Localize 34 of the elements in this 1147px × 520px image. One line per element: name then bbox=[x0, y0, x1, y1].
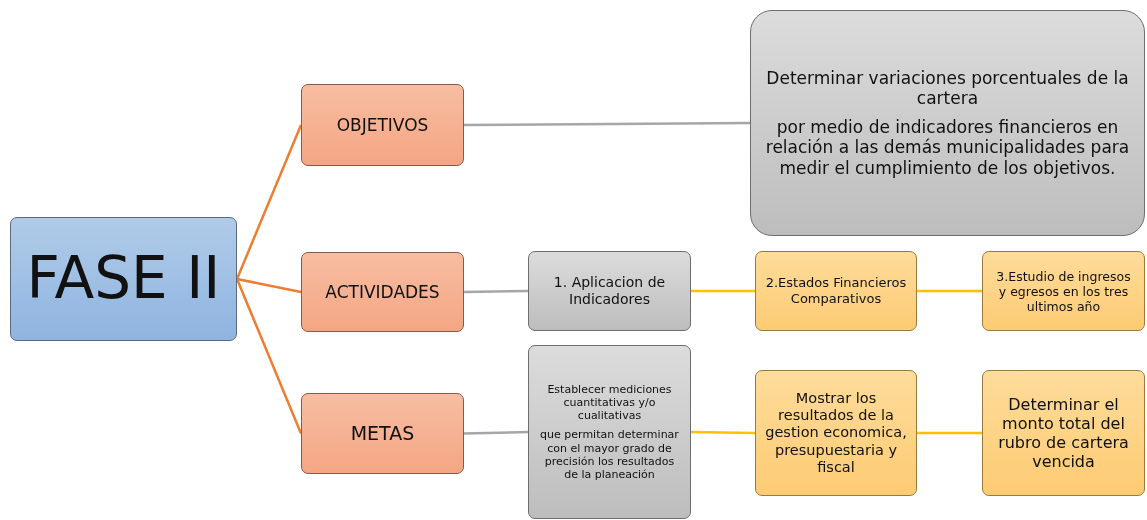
connector-line bbox=[917, 431, 982, 435]
box-text: ACTIVIDADES bbox=[325, 281, 440, 303]
connector-line bbox=[690, 430, 756, 435]
box-text: Determinar el monto total del rubro de cartera vencida bbox=[997, 394, 1130, 472]
rounded-box bbox=[10, 217, 237, 341]
connector-line bbox=[691, 289, 755, 293]
connector-line bbox=[464, 121, 750, 127]
rounded-box bbox=[301, 84, 464, 166]
box-text: FASE II bbox=[26, 244, 221, 314]
connector-line bbox=[235, 278, 303, 434]
box-text: Determinar variaciones porcentuales de la cartera bbox=[765, 68, 1130, 109]
rounded-box bbox=[528, 251, 691, 331]
connector-line bbox=[235, 124, 303, 280]
box-text: Establecer mediciones cuantitativas y/o cualitativas bbox=[546, 382, 673, 423]
connector-line bbox=[236, 277, 302, 294]
box-text: 2.Estados Financieros Comparativos bbox=[764, 275, 908, 307]
box-text: por medio de indicadores financieros en relación a las demás municipalidades para medir el cumplimiento de los objetivos. bbox=[764, 116, 1131, 178]
rounded-box bbox=[982, 251, 1145, 331]
rounded-box bbox=[301, 393, 464, 474]
box-text: 1. Aplicacion de Indicadores bbox=[552, 274, 667, 308]
connector-line bbox=[463, 430, 529, 435]
rounded-box bbox=[755, 370, 917, 496]
box-text: OBJETIVOS bbox=[336, 114, 429, 136]
box-text: que permitan determinar con el mayor grado de precisión los resultados de la planeación bbox=[539, 428, 680, 482]
box-text: 3.Estudio de ingresos y egresos en los tres ultimos año bbox=[995, 268, 1132, 314]
rounded-box bbox=[750, 10, 1145, 236]
box-text: METAS bbox=[350, 422, 415, 445]
connector-line bbox=[463, 289, 529, 294]
rounded-box bbox=[301, 252, 464, 332]
box-text: Mostrar los resultados de la gestion economica, presupuestaria y fiscal bbox=[764, 389, 908, 477]
rounded-box bbox=[755, 251, 917, 331]
rounded-box bbox=[528, 345, 691, 519]
rounded-box bbox=[982, 370, 1145, 496]
connector-line bbox=[917, 289, 982, 293]
